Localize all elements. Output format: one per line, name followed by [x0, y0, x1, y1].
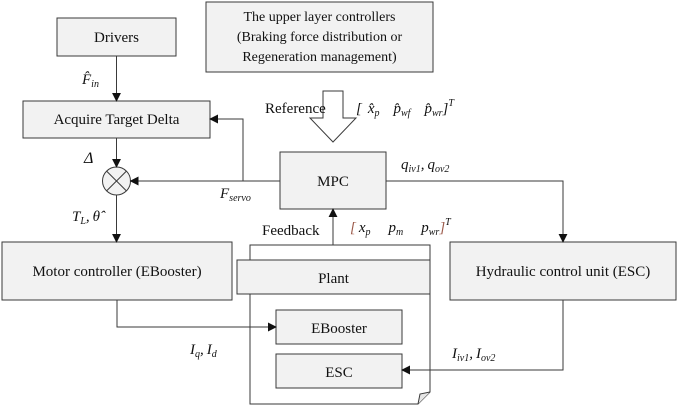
upper-layer-line2: (Braking force distribution or — [237, 30, 403, 45]
mpc-to-hcu-arrow — [386, 180, 568, 243]
hydraulic-control-unit-box — [449, 241, 677, 301]
motor-controller-label: Motor controller (EBooster) — [32, 264, 201, 280]
f-in-label: F̂in — [81, 72, 99, 90]
mpc-output-q-label: qiv1,qov2 — [401, 157, 449, 175]
tl-theta-label: TL,θ̂ — [72, 209, 106, 227]
upper-layer-line3: Regeneration management) — [242, 50, 397, 65]
feedback-label: Feedback — [262, 223, 320, 239]
mpc-label: MPC — [317, 174, 349, 190]
plant-header-box — [236, 259, 431, 295]
fservo-feedback-arrow — [209, 114, 244, 181]
mpc-box — [279, 151, 387, 210]
plant-label: Plant — [318, 271, 350, 287]
drivers-label: Drivers — [94, 30, 139, 46]
delta-label: Δ — [83, 150, 93, 167]
drivers-box — [56, 17, 177, 57]
acquire-target-delta-label: Acquire Target Delta — [54, 112, 180, 128]
ebooster-label: EBooster — [311, 321, 367, 337]
i-iv1-ov2-label: Iiv1,Iov2 — [451, 346, 495, 364]
iq-id-label: Iq,Id — [189, 342, 218, 360]
upper-layer-line1: The upper layer controllers — [244, 10, 396, 25]
ebooster-box — [275, 309, 403, 345]
upper-layer-box — [205, 1, 434, 73]
summing-junction-icon — [102, 166, 131, 196]
motor-controller-box — [1, 241, 233, 301]
motor-to-ebooster-arrow — [116, 300, 277, 332]
reference-arrow-icon — [308, 90, 358, 143]
f-servo-label: Fservo — [219, 186, 251, 204]
reference-label: Reference — [265, 101, 326, 117]
hydraulic-control-unit-label: Hydraulic control unit (ESC) — [476, 264, 651, 280]
hcu-to-esc-arrow — [401, 300, 564, 375]
esc-label: ESC — [325, 365, 353, 381]
plant-page-fold-icon — [417, 391, 431, 405]
